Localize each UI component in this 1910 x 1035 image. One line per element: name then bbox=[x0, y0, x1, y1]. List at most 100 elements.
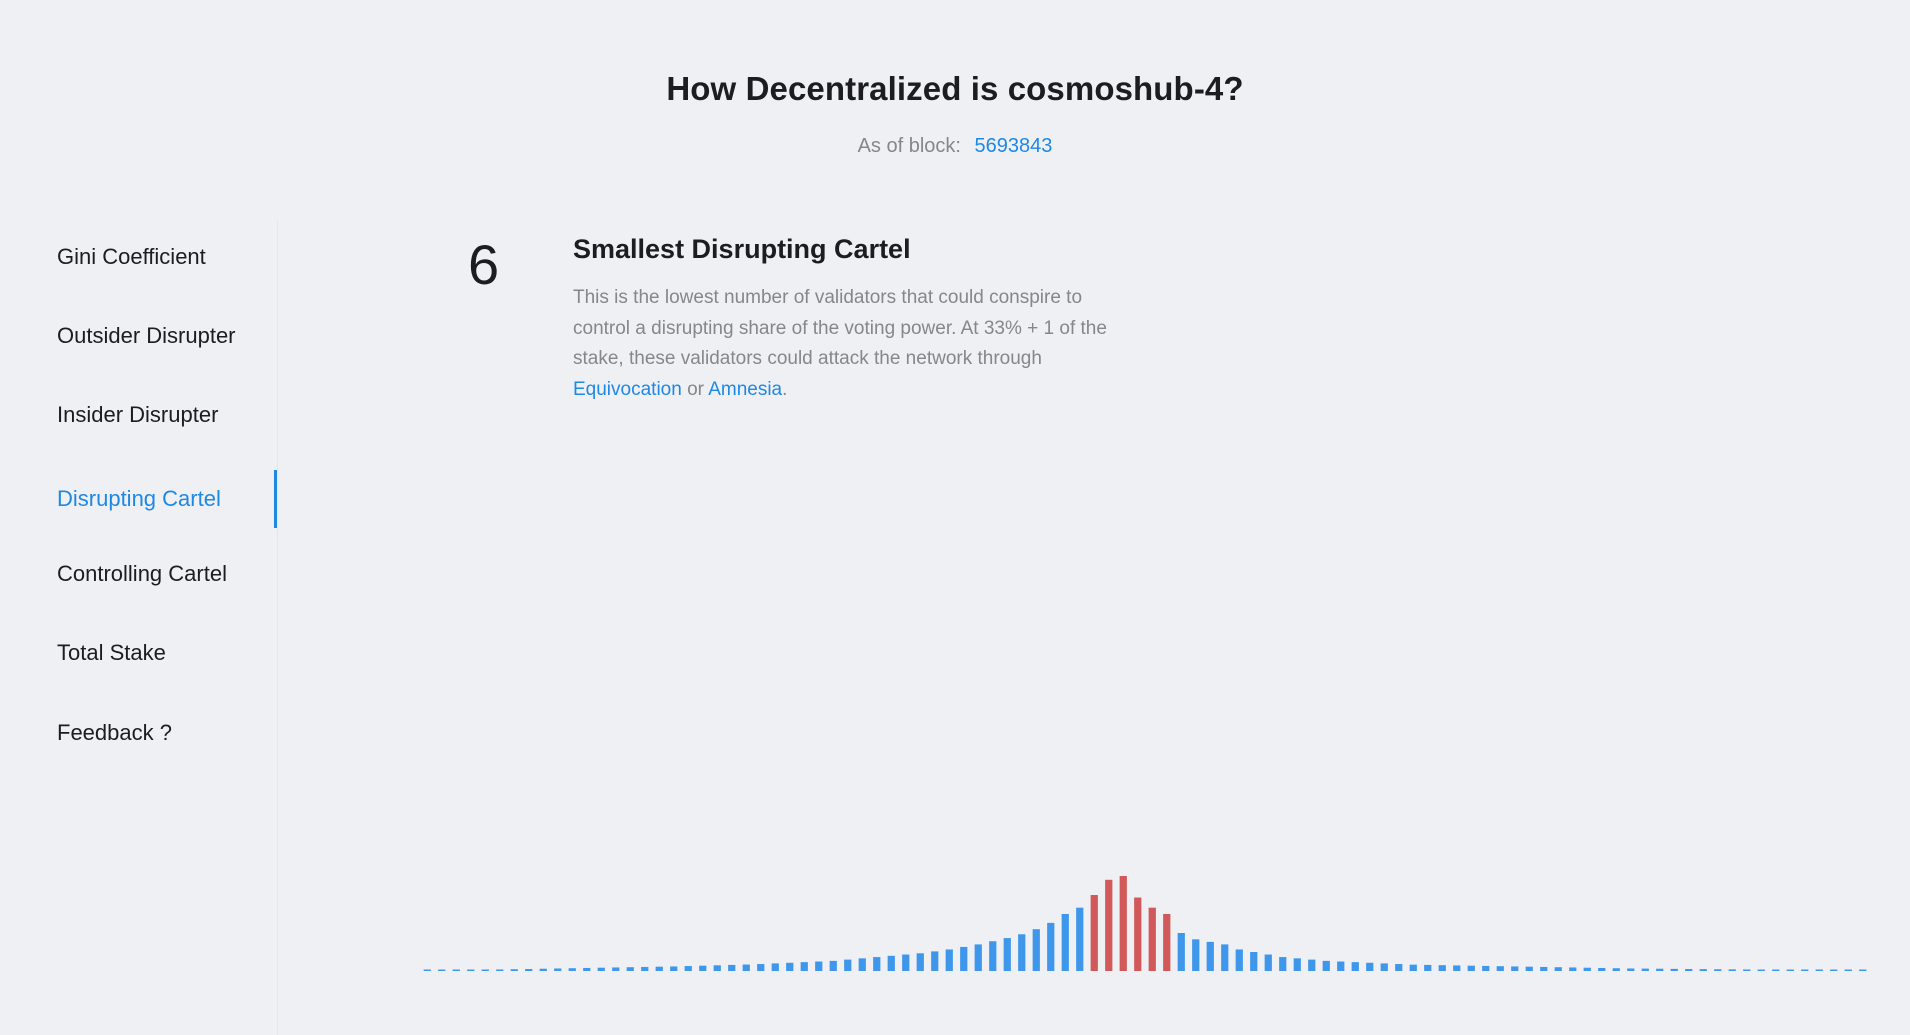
validator-bar bbox=[800, 962, 808, 971]
cartel-validator-bar bbox=[1119, 876, 1127, 971]
validator-bar bbox=[728, 964, 736, 971]
nav-item-feedback[interactable]: Feedback ? bbox=[57, 720, 172, 745]
validator-bar bbox=[1699, 969, 1707, 971]
validator-bar bbox=[1844, 969, 1852, 971]
nav-item-controlling-cartel[interactable]: Controlling Cartel bbox=[57, 561, 227, 586]
page-title: How Decentralized is cosmoshub-4? bbox=[666, 70, 1244, 107]
validator-bar bbox=[1830, 969, 1838, 971]
validator-bar bbox=[1815, 969, 1823, 971]
validator-bar bbox=[1598, 967, 1606, 971]
validator-bar bbox=[1337, 961, 1345, 971]
validator-bar bbox=[974, 944, 982, 971]
validator-bar bbox=[583, 967, 591, 971]
validator-bar bbox=[612, 967, 620, 971]
validator-bar bbox=[1583, 967, 1591, 971]
validator-bar bbox=[1786, 969, 1794, 971]
validator-bar bbox=[1569, 967, 1577, 971]
nav-item-gini-coefficient[interactable]: Gini Coefficient bbox=[57, 244, 206, 269]
description-connector: or bbox=[681, 378, 709, 400]
validator-bar bbox=[945, 949, 953, 971]
cartel-validator-bar bbox=[1163, 914, 1171, 971]
validator-bar bbox=[887, 955, 895, 971]
validator-bar bbox=[960, 946, 968, 971]
validator-bar bbox=[1380, 963, 1388, 971]
amnesia-link[interactable]: Amnesia bbox=[708, 378, 783, 400]
validator-bar bbox=[1366, 962, 1374, 971]
validator-bar bbox=[1395, 964, 1403, 971]
cartel-validator-bar bbox=[1090, 895, 1098, 971]
validator-bar bbox=[554, 968, 562, 971]
cartel-validator-bar bbox=[1134, 897, 1142, 971]
validator-bar bbox=[1003, 938, 1011, 971]
validator-bar bbox=[1076, 907, 1084, 971]
nav-item-insider-disrupter[interactable]: Insider Disrupter bbox=[57, 402, 219, 427]
equivocation-link[interactable]: Equivocation bbox=[573, 378, 682, 400]
validator-bar bbox=[1772, 969, 1780, 971]
validator-bar bbox=[1554, 967, 1562, 971]
nav-item-disrupting-cartel[interactable]: Disrupting Cartel bbox=[57, 470, 277, 528]
sidebar-nav: Gini Coefficient Outsider Disrupter Insi… bbox=[0, 220, 278, 1035]
validator-bar bbox=[655, 966, 663, 971]
validator-bar bbox=[496, 969, 504, 971]
validator-bar bbox=[1221, 944, 1229, 971]
validator-bar bbox=[525, 968, 533, 971]
validator-bar bbox=[1235, 949, 1243, 971]
validator-bar bbox=[1728, 969, 1736, 971]
validator-bar bbox=[931, 951, 939, 971]
nav-item-total-stake[interactable]: Total Stake bbox=[57, 640, 166, 665]
validator-bar bbox=[1250, 952, 1258, 971]
validator-bar bbox=[1061, 914, 1069, 971]
validator-bar bbox=[1612, 968, 1620, 971]
metric-title: Smallest Disrupting Cartel bbox=[573, 234, 911, 264]
validator-bar bbox=[1743, 969, 1751, 971]
nav-item-outsider-disrupter[interactable]: Outsider Disrupter bbox=[57, 323, 236, 348]
description-text: This is the lowest number of validators … bbox=[573, 287, 1107, 369]
validator-bar bbox=[902, 954, 910, 971]
validator-bar bbox=[1511, 966, 1519, 971]
block-label: As of block: bbox=[857, 135, 961, 157]
validator-bar bbox=[815, 961, 823, 971]
validator-bar bbox=[757, 964, 765, 971]
validator-bar bbox=[1308, 959, 1316, 971]
validator-bar bbox=[1453, 965, 1461, 971]
validator-bar bbox=[1496, 966, 1504, 971]
validator-bar bbox=[771, 963, 779, 971]
validator-bar bbox=[1685, 968, 1693, 971]
validator-bar bbox=[1424, 964, 1432, 971]
validator-bar bbox=[989, 941, 997, 971]
validator-bar bbox=[713, 965, 721, 971]
validator-bar bbox=[1438, 965, 1446, 971]
validator-bar bbox=[858, 958, 866, 971]
validator-bar bbox=[1859, 969, 1867, 971]
validator-bar bbox=[829, 960, 837, 971]
block-info: As of block: 5693843 bbox=[0, 135, 1910, 158]
validator-bar bbox=[742, 964, 750, 971]
validator-bar bbox=[641, 966, 649, 971]
stake-distribution-chart bbox=[423, 876, 1867, 971]
validator-bar bbox=[539, 968, 547, 971]
validator-bar bbox=[1018, 934, 1026, 971]
validator-bar bbox=[626, 967, 634, 971]
description-end: . bbox=[782, 378, 788, 400]
validator-bar bbox=[510, 969, 518, 971]
validator-bar bbox=[1757, 969, 1765, 971]
validator-bar bbox=[1641, 968, 1649, 971]
validator-bar bbox=[786, 962, 794, 971]
validator-bar bbox=[438, 969, 446, 971]
validator-bar bbox=[1525, 966, 1533, 971]
validator-bar bbox=[452, 969, 460, 971]
validator-bar bbox=[916, 953, 924, 971]
metric-value: 6 bbox=[468, 233, 500, 296]
validator-bar bbox=[1177, 933, 1185, 971]
validator-bar bbox=[481, 969, 489, 971]
validator-bar bbox=[597, 967, 605, 971]
validator-bar bbox=[873, 957, 881, 971]
block-number-link[interactable]: 5693843 bbox=[974, 135, 1053, 157]
validator-bar bbox=[1032, 929, 1040, 971]
validator-bar bbox=[568, 968, 576, 971]
validator-bar bbox=[1192, 939, 1200, 971]
validator-bar bbox=[1656, 968, 1664, 971]
validator-bar bbox=[1409, 964, 1417, 971]
cartel-validator-bar bbox=[1148, 907, 1156, 971]
validator-bar bbox=[1540, 966, 1548, 971]
